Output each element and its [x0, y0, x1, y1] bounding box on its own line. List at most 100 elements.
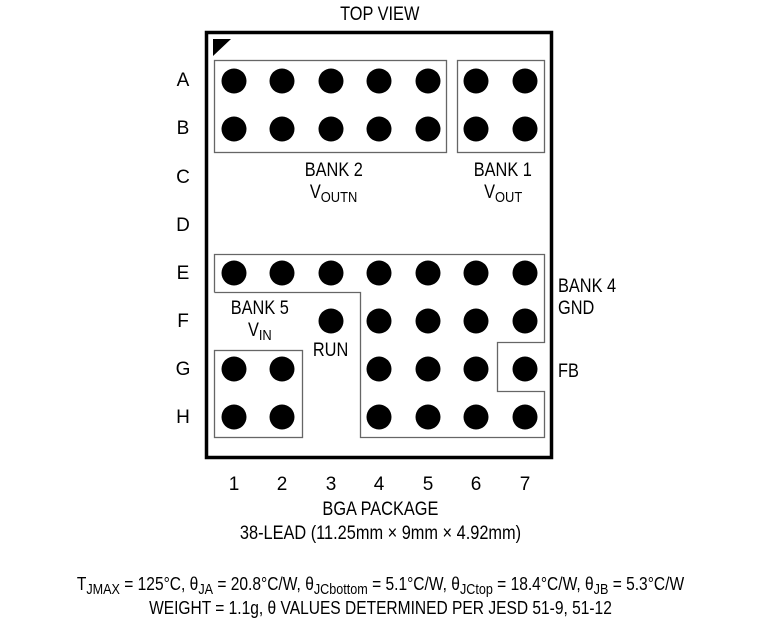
theta-jcbottom-value: = 5.1°C/W,	[367, 573, 451, 594]
pin-b3	[318, 116, 344, 142]
col-label-4: 4	[373, 474, 385, 495]
pin-row-b	[221, 116, 538, 142]
tjmax-symbol: T	[76, 573, 86, 594]
pin-e3	[318, 260, 344, 286]
pin-f6	[463, 308, 489, 334]
pin-h1	[221, 404, 247, 430]
weight-line: WEIGHT = 1.1g, θ VALUES DETERMINED PER J…	[148, 597, 612, 618]
pin-b7	[512, 116, 538, 142]
bank4-label: BANK 4 GND	[558, 276, 626, 320]
pin-f5	[415, 308, 441, 334]
bank4-signal: GND	[558, 298, 595, 319]
row-label-f: F	[177, 311, 189, 332]
pin-g2	[269, 356, 295, 382]
row-label-d: D	[176, 215, 190, 236]
bank5-signal: V	[248, 320, 260, 341]
pin-e4	[366, 260, 392, 286]
pin-b2	[269, 116, 295, 142]
theta-jctop-symbol: θ	[450, 573, 460, 594]
pin-b1	[221, 116, 247, 142]
pin-h5	[415, 404, 441, 430]
theta-jctop-value: = 18.4°C/W,	[492, 573, 585, 594]
col-label-5: 5	[422, 474, 434, 495]
row-label-c: C	[176, 167, 190, 188]
bank2-signal-sub: OUTN	[321, 189, 358, 206]
bank5-label: BANK 5 VIN	[210, 298, 310, 344]
pin-a5	[415, 68, 441, 94]
pin-a4	[366, 68, 392, 94]
theta-ja-sub: JA	[197, 581, 213, 598]
tjmax-sub: JMAX	[85, 581, 120, 598]
pin-h2	[269, 404, 295, 430]
pin-h6	[463, 404, 489, 430]
theta-ja-symbol: θ	[189, 573, 198, 594]
pin-a2	[269, 68, 295, 94]
pin-row-g	[221, 356, 538, 382]
theta-jctop-sub: JCtop	[459, 581, 493, 598]
bank1-name: BANK 1	[473, 160, 533, 181]
row-label-g: G	[175, 359, 191, 380]
pin-e5	[415, 260, 441, 286]
run-label: RUN	[313, 340, 349, 361]
pin-a1	[221, 68, 247, 94]
theta-jb-symbol: θ	[584, 573, 594, 594]
thermal-specs: TJMAX = 125°C, θJA = 20.8°C/W, θJCbottom…	[0, 573, 760, 598]
row-label-e: E	[176, 263, 190, 284]
theta-jb-sub: JB	[593, 581, 608, 598]
tjmax-value: = 125°C,	[119, 573, 190, 594]
pin-b5	[415, 116, 441, 142]
pin-h4	[366, 404, 392, 430]
col-label-1: 1	[228, 474, 240, 495]
pin-g7-fb	[512, 356, 538, 382]
pin-row-h	[221, 404, 538, 430]
pin-e6	[463, 260, 489, 286]
pin-a3	[318, 68, 344, 94]
pin1-indicator-icon	[213, 39, 231, 56]
fb-label: FB	[558, 361, 579, 382]
package-outline	[204, 30, 554, 460]
pin-g1	[221, 356, 247, 382]
pin-row-f	[318, 308, 538, 334]
bank1-signal: V	[483, 182, 495, 203]
diagram-title: TOP VIEW	[340, 4, 420, 25]
pin-g6	[463, 356, 489, 382]
pin-f7	[512, 308, 538, 334]
pin-b6	[463, 116, 489, 142]
bank4-name: BANK 4	[558, 276, 617, 297]
package-name: BGA PACKAGE	[322, 499, 438, 520]
pin-b4	[366, 116, 392, 142]
pin-h7	[512, 404, 538, 430]
pin-e7	[512, 260, 538, 286]
col-label-2: 2	[276, 474, 288, 495]
bank5-outline	[213, 349, 304, 439]
pin-f4	[366, 308, 392, 334]
bank5-signal-sub: IN	[259, 327, 272, 344]
bank4-outline	[213, 253, 546, 439]
bank1-outline	[456, 59, 546, 154]
pin-f3-run	[318, 308, 344, 334]
col-label-6: 6	[470, 474, 482, 495]
bank2-outline	[213, 59, 448, 154]
pin-a6	[463, 68, 489, 94]
pin-g5	[415, 356, 441, 382]
row-label-a: A	[176, 70, 190, 91]
col-label-7: 7	[519, 474, 531, 495]
col-label-3: 3	[325, 474, 337, 495]
pin-e2	[269, 260, 295, 286]
bank1-signal-sub: OUT	[494, 189, 523, 206]
theta-jb-value: = 5.3°C/W	[607, 573, 684, 594]
pin-row-a	[221, 68, 538, 94]
theta-jcbottom-sub: JCbottom	[313, 581, 368, 598]
bank1-label: BANK 1 VOUT	[453, 160, 553, 206]
pin-g4	[366, 356, 392, 382]
bank5-name: BANK 5	[230, 298, 290, 319]
pin-row-e	[221, 260, 538, 286]
row-label-b: B	[176, 118, 190, 139]
package-description: 38-LEAD (11.25mm × 9mm × 4.92mm)	[239, 523, 521, 544]
pin-e1	[221, 260, 247, 286]
bank2-signal: V	[310, 182, 322, 203]
bank2-name: BANK 2	[304, 160, 364, 181]
pin-a7	[512, 68, 538, 94]
bank2-label: BANK 2 VOUTN	[284, 160, 384, 206]
